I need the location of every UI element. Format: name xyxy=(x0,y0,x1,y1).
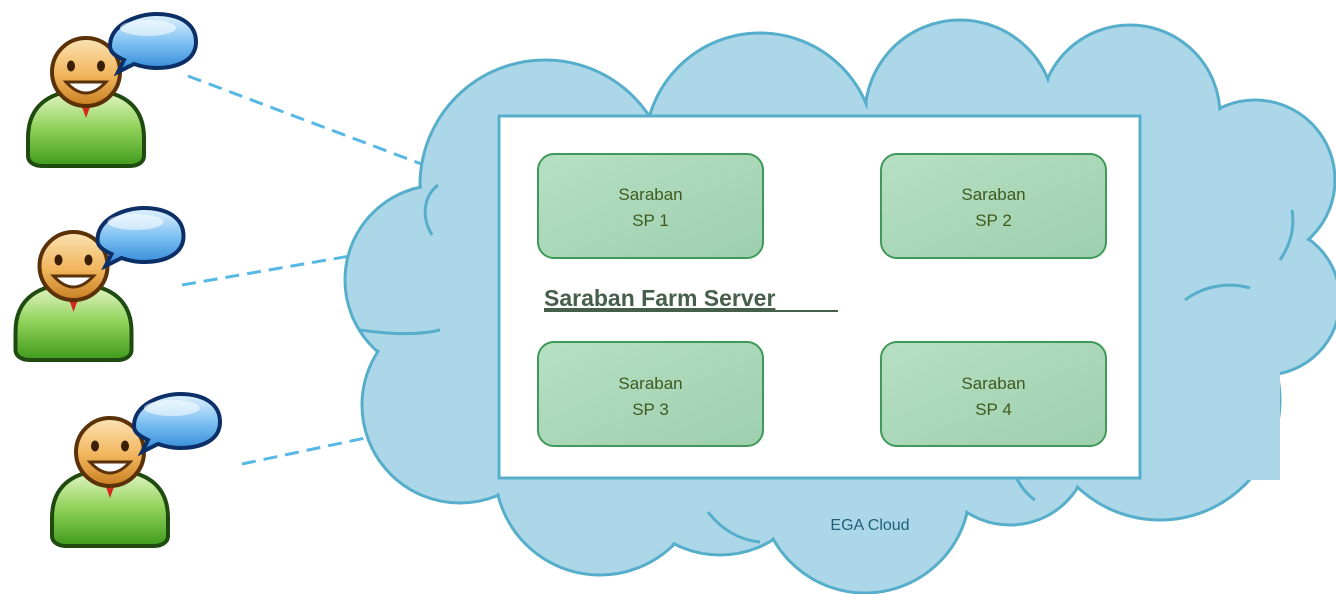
connector-line-user-3 xyxy=(241,435,371,466)
server-sp-4: Saraban SP 4 xyxy=(880,341,1107,447)
cloud-label: EGA Cloud xyxy=(830,517,909,534)
user-icon-1 xyxy=(26,12,198,168)
server-sp-2-line1: Saraban xyxy=(961,185,1025,204)
server-sp-4-line2: SP 4 xyxy=(975,400,1012,419)
server-sp-3: Saraban SP 3 xyxy=(537,341,764,447)
user-icon-2 xyxy=(13,206,186,362)
server-sp-2: Saraban SP 2 xyxy=(880,153,1107,259)
server-sp-3-line2: SP 3 xyxy=(632,400,669,419)
server-sp-1: Saraban SP 1 xyxy=(537,153,764,259)
connector-line-user-2 xyxy=(181,254,351,287)
server-sp-1-line1: Saraban xyxy=(618,185,682,204)
connector-line-user-1 xyxy=(187,74,433,170)
server-sp-1-line2: SP 1 xyxy=(632,211,669,230)
server-sp-4-line1: Saraban xyxy=(961,374,1025,393)
farm-server-title: Saraban Farm Server xyxy=(544,285,775,311)
server-sp-3-line1: Saraban xyxy=(618,374,682,393)
server-sp-2-line2: SP 2 xyxy=(975,211,1012,230)
user-icon-3 xyxy=(50,392,222,548)
connector-lines xyxy=(181,74,433,466)
